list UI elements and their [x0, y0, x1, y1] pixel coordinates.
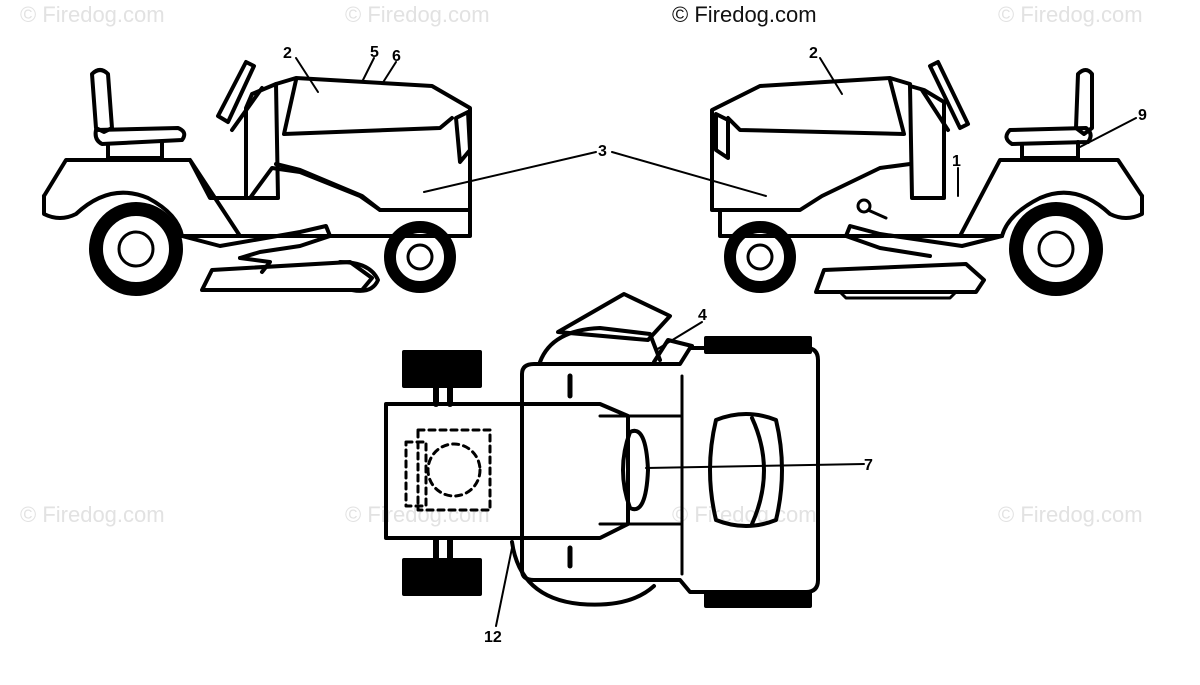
- grass-chute: [652, 338, 694, 364]
- chassis: [844, 224, 1004, 258]
- engine-outline: [416, 428, 492, 512]
- callout-number: 5: [370, 44, 379, 61]
- callout-leader: [645, 463, 865, 469]
- callout-leader: [495, 547, 513, 627]
- front-wheel-hub: [406, 243, 434, 271]
- engine-flywheel: [426, 442, 482, 498]
- watermark: © Firedog.com: [998, 2, 1143, 27]
- seat-back: [90, 68, 114, 134]
- watermark: © Firedog.com: [345, 2, 490, 27]
- rear-wheel-hub: [117, 230, 155, 268]
- engine-outline: [404, 440, 428, 508]
- rear-body-outline: [958, 190, 1144, 238]
- seat-back: [1074, 68, 1094, 136]
- grass-chute: [556, 292, 672, 342]
- front-wheel: [384, 221, 456, 293]
- callout-number: 1: [952, 153, 961, 170]
- deck-hanger: [238, 256, 272, 274]
- grass-chute: [338, 260, 380, 293]
- steering-wheel: [216, 60, 256, 124]
- copyright-notice: © Firedog.com: [672, 2, 817, 27]
- watermark: © Firedog.com: [672, 502, 817, 527]
- seat-cushion: [93, 126, 187, 146]
- callout-leader: [381, 61, 397, 85]
- tractor-right-side-view: [710, 57, 1144, 300]
- steering-wheel: [928, 60, 970, 130]
- rear-fender: [718, 158, 1144, 238]
- lift-lever-knob: [856, 198, 872, 214]
- front-right-tire: [402, 558, 482, 596]
- callout-number: 7: [864, 457, 873, 474]
- callout-leader: [1077, 117, 1137, 149]
- callout-leader: [655, 321, 703, 351]
- hood-top-line: [282, 78, 454, 136]
- callout-number: 9: [1138, 107, 1147, 124]
- mower-deck: [814, 262, 986, 294]
- seat-back-top: [750, 416, 766, 526]
- callout-number: 3: [598, 143, 607, 160]
- dashboard: [244, 82, 280, 200]
- tractor-left-side-view: [42, 57, 472, 296]
- callout-leader: [361, 57, 375, 83]
- callout-leader: [295, 57, 319, 93]
- hood-top-line: [726, 78, 906, 136]
- dashboard: [908, 84, 946, 200]
- watermark: © Firedog.com: [20, 502, 165, 527]
- hood-side-panel: [714, 112, 730, 160]
- callout-number: 4: [698, 307, 707, 324]
- rear-body-outline: [42, 190, 242, 238]
- hood: [274, 76, 472, 212]
- seat-top: [708, 412, 784, 528]
- mower-deck-top: [510, 540, 656, 607]
- callout-number: 12: [484, 629, 502, 646]
- mower-deck: [200, 260, 374, 292]
- chassis: [180, 224, 332, 260]
- tractor-top-view: [384, 292, 865, 627]
- callout-number: 2: [809, 45, 818, 62]
- callout-number: 2: [283, 45, 292, 62]
- rear-wheel: [89, 202, 183, 296]
- callout-number: 6: [392, 48, 401, 65]
- rear-right-tire: [704, 590, 812, 608]
- lift-lever: [866, 208, 888, 220]
- front-wheel: [724, 221, 796, 293]
- steering-wheel-top: [621, 428, 650, 512]
- front-left-tire: [402, 350, 482, 388]
- watermark: © Firedog.com: [20, 2, 165, 27]
- callout-leader: [819, 57, 843, 95]
- deck-underside: [838, 290, 958, 300]
- hood: [710, 76, 912, 212]
- rear-body: [520, 346, 820, 594]
- callout-leader: [423, 151, 597, 193]
- rear-wheel: [1009, 202, 1103, 296]
- callout-leader: [611, 151, 767, 197]
- hood-top: [384, 402, 630, 540]
- watermark: © Firedog.com: [998, 502, 1143, 527]
- hood-side-panel: [454, 110, 472, 164]
- rear-wheel-hub: [1037, 230, 1075, 268]
- front-wheel-hub: [746, 243, 774, 271]
